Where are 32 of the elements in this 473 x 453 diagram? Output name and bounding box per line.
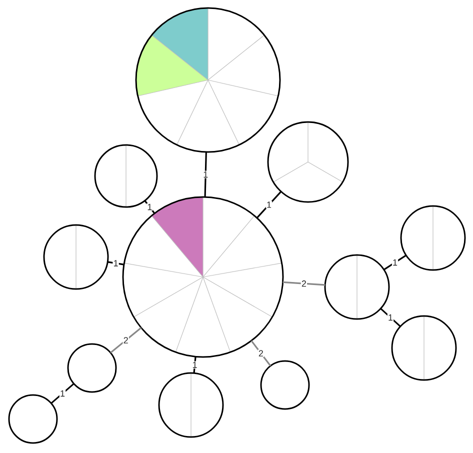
edge-label: 1 (192, 361, 198, 369)
connector-line (380, 308, 401, 328)
pie-chart-node (135, 7, 281, 153)
connector-line (110, 327, 142, 354)
edge-label: 1 (146, 203, 153, 211)
edge-label: 2 (122, 336, 129, 344)
edge-label: 1 (202, 170, 209, 178)
pie-chart-node (43, 224, 109, 290)
pie-chart-node (324, 254, 390, 320)
edge-label: 1 (392, 258, 398, 266)
connector-line (204, 152, 207, 198)
edge-label: 2 (300, 280, 308, 288)
pie-chart-node (122, 196, 284, 358)
edge-label: 1 (59, 390, 66, 398)
edge-label: 2 (258, 350, 264, 358)
edge-label: 1 (112, 260, 119, 267)
connector-line (383, 254, 407, 270)
edge-label: 1 (266, 201, 272, 208)
pie-chart-node (158, 372, 224, 438)
pie-chart-node (267, 121, 349, 203)
pie-chart-node (400, 205, 466, 271)
circle-node (67, 343, 117, 393)
circle-node (260, 360, 310, 410)
connector-line (282, 281, 326, 286)
edge-label: 1 (387, 314, 394, 322)
connector-line (256, 191, 282, 218)
connector-line (144, 200, 156, 214)
pie-chart-node (391, 315, 457, 381)
circle-node (8, 394, 58, 444)
connector-line (250, 340, 272, 366)
connector-line (108, 261, 124, 266)
connector-line (50, 383, 74, 404)
